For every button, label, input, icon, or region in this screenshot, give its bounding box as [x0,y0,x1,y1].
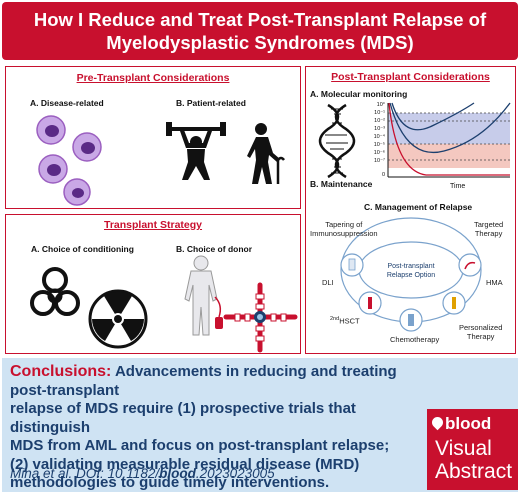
citation-journal: blood [159,466,196,481]
dli-bag-icon [368,297,372,309]
option-hma: HMA [486,278,503,287]
hma-vial-icon [452,297,456,309]
option-personalized: Personalized Therapy [459,323,502,341]
conclusions-box: Conclusions: Advancements in reducing an… [2,358,518,492]
y-tick: 10⁻² [374,118,385,124]
donor-label: B. Choice of donor [176,244,253,254]
hub-line-2: Relapse Option [387,272,435,279]
hsct-text: HSCT [339,316,360,326]
y-tick: 10⁻⁵ [374,141,385,148]
hsct-superscript: 2nd [330,316,340,322]
relapse-options-diagram: Post-transplant Relapse Option [340,217,482,332]
maintenance-label: B. Maintenance [310,179,373,189]
option-chemotherapy: Chemotherapy [390,335,440,344]
brand-line-2: Abstract [435,460,513,483]
hla-matching-icon [223,282,298,353]
conclusions-line-1: Advancements in reducing and treating po… [10,363,397,399]
conclusions-line-3: MDS from AML and focus on post-transplan… [10,437,390,454]
option-taper-line-2: Immunosuppression [310,229,378,238]
option-dli: DLI [322,278,334,287]
option-targeted-line-1: Targeted [474,220,504,229]
y-tick: 10⁻⁴ [374,133,386,140]
blood-logo: blood [445,414,492,433]
y-tick: 0 [382,172,385,178]
pre-transplant-panel: Pre-Transplant Considerations A. Disease… [5,66,301,209]
x-axis-label: Time [450,183,465,190]
conclusions-line-2: relapse of MDS require (1) prospective t… [10,400,356,436]
title-line-2: Myelodysplastic Syndromes (MDS) [106,32,414,53]
weightlifter-icon [166,122,226,180]
y-tick: 10⁻¹ [374,110,385,116]
y-tick: 10⁻³ [374,126,385,132]
option-personalized-line-1: Personalized [459,323,503,332]
title-banner: How I Reduce and Treat Post-Transplant R… [2,2,518,60]
molecular-monitoring-label: A. Molecular monitoring [310,89,408,99]
biohazard-icon [30,267,80,316]
y-tick: 10⁻⁶ [374,149,385,156]
trajectory-relapse [391,102,475,131]
hub-line-1: Post-transplant [387,263,434,270]
monitoring-chart: 10° 10⁻¹ 10⁻² 10⁻³ 10⁻⁴ 10⁻⁵ 10⁻⁶ 10⁻⁷ 0… [374,102,511,190]
option-targeted: Targeted Therapy [474,220,503,238]
donor-person-icon [184,255,223,336]
option-second-hsct: 2ndHSCT [330,315,360,326]
conclusions-line-5: methodologies to guide timely interventi… [10,474,330,491]
y-tick: 10⁻⁷ [374,157,385,164]
brand-line-1: Visual [435,437,492,460]
option-personalized-line-2: Therapy [466,332,495,341]
pill-bottle-icon [348,258,356,271]
option-taper-line-1: Tapering of [325,220,363,229]
conditioning-label: A. Choice of conditioning [31,244,134,254]
mds-cells-icon [36,115,102,206]
y-tick: 10° [377,102,385,108]
patient-related-label: B. Patient-related [176,98,246,108]
conclusions-line-4: (2) validating measurable residual disea… [10,455,360,473]
blood-drop-icon [429,414,446,431]
management-of-relapse-label: C. Management of Relapse [364,202,473,212]
trajectory-late-relapse [389,102,511,153]
citation-suffix: .2023023005 [195,466,275,481]
option-taper: Tapering of Immunosuppression [310,220,378,238]
option-targeted-line-2: Therapy [474,229,503,238]
targeted-node [458,253,482,277]
targeted-therapy-icon [464,261,476,270]
conclusions-text: Conclusions: Advancements in reducing an… [10,363,420,493]
transplant-strategy-panel: Transplant Strategy A. Choice of conditi… [5,214,301,354]
conclusions-label: Conclusions: [10,363,112,380]
title-line-1: How I Reduce and Treat Post-Transplant R… [33,9,487,30]
elderly-person-icon [247,123,285,184]
mrd-band [388,144,510,168]
visual-abstract-badge: blood Visual Abstract [427,409,518,490]
post-transplant-panel: Post-Transplant Considerations A. Molecu… [305,66,516,354]
chemo-bag-icon [408,314,414,326]
post-transplant-title: Post-Transplant Considerations [331,71,490,83]
trajectory-remission [388,102,510,176]
disease-related-label: A. Disease-related [30,98,104,108]
citation-prefix: Mina et al. DOI: 10.1182/ [10,466,160,481]
citation: Mina et al. DOI: 10.1182/blood.202302300… [10,466,275,481]
dna-helix-icon [318,103,356,179]
radiation-icon [88,289,148,349]
pre-transplant-title: Pre-Transplant Considerations [76,72,230,84]
transplant-strategy-title: Transplant Strategy [103,219,203,231]
